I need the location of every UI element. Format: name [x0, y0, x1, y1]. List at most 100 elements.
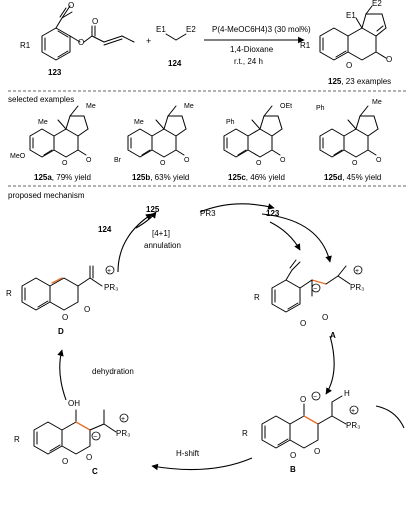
intermediate-D-label: D [58, 327, 64, 336]
example-125b-caption: 125b, 63% yield [132, 173, 189, 182]
svg-text:O: O [84, 305, 90, 314]
svg-text:O: O [280, 157, 286, 164]
example-125c-group: OEt [280, 103, 292, 110]
svg-text:O: O [256, 160, 262, 167]
annulation-label-line2: annulation [144, 241, 181, 250]
svg-text:+: + [355, 268, 359, 275]
intermediate-B [261, 395, 347, 449]
svg-text:O: O [62, 313, 68, 322]
svg-text:O: O [290, 451, 296, 460]
svg-text:O: O [184, 157, 190, 164]
cycle-arrow-D-to-product [117, 213, 153, 273]
e2-label-product: E2 [372, 0, 382, 8]
svg-text:O: O [300, 395, 306, 404]
example-125c-caption: 125c, 46% yield [228, 173, 285, 182]
e2-label-allene: E2 [186, 25, 196, 34]
section-heading-examples: selected examples [8, 95, 74, 104]
e1-label-allene: E1 [156, 25, 166, 34]
svg-text:−: − [313, 286, 317, 293]
svg-text:+: + [351, 408, 355, 415]
step-label-h-shift: H-shift [176, 449, 200, 458]
example-125d-caption: 125d, 45% yield [324, 173, 381, 182]
cycle-substrate-label: 123 [266, 209, 280, 218]
svg-text:R: R [14, 435, 20, 444]
cycle-arrow-C-to-D [57, 349, 67, 401]
svg-text:O: O [386, 55, 392, 64]
intermediate-A-label: A [330, 331, 336, 340]
svg-text:OH: OH [68, 399, 80, 408]
svg-text:PR₃: PR₃ [346, 421, 360, 430]
h-shift-arrow-B [375, 405, 405, 429]
plus-sign: + [146, 36, 151, 46]
svg-text:O: O [78, 38, 84, 47]
svg-text:O: O [160, 160, 166, 167]
example-125a-substituent: MeO [10, 153, 26, 160]
example-125d-substituent: Ph [316, 105, 325, 112]
svg-text:O: O [352, 160, 358, 167]
svg-text:O: O [300, 319, 306, 328]
example-125b-group: Me [184, 103, 194, 110]
r1-label-product: R1 [300, 41, 311, 50]
svg-text:−: − [93, 434, 97, 441]
allene-entry-arrow [135, 211, 157, 229]
conditions-solvent: 1,4-Dioxane [230, 45, 274, 54]
svg-text:R: R [254, 293, 260, 302]
example-125b-substituent: Br [114, 157, 122, 164]
cycle-catalyst-label: PR3 [200, 209, 216, 218]
cycle-product-label: 125 [146, 205, 160, 214]
annulation-label-line1: [4+1] [152, 229, 170, 238]
example-125d-group: Me [372, 99, 382, 106]
svg-text:+: + [107, 268, 111, 275]
svg-text:O: O [322, 313, 328, 322]
intermediate-A [271, 259, 351, 313]
intermediate-C [33, 409, 117, 455]
section-heading-mechanism: proposed mechanism [8, 191, 85, 200]
svg-text:R: R [242, 429, 248, 438]
svg-text:+: + [121, 416, 125, 423]
cycle-arrow-top [199, 203, 275, 213]
svg-text:Me: Me [38, 119, 48, 126]
svg-text:O: O [92, 17, 98, 26]
e1-label-product: E1 [346, 11, 356, 20]
substrate-entry-arrow [269, 221, 301, 251]
starting-material-123 [41, 5, 135, 61]
cycle-arrow-to-A [261, 213, 332, 263]
example-125c-substituent: Ph [226, 119, 235, 126]
intermediate-D [21, 265, 103, 311]
product-125 [319, 5, 387, 61]
svg-text:O: O [86, 157, 92, 164]
svg-text:H: H [344, 389, 350, 398]
example-125a [29, 105, 89, 158]
svg-text:O: O [62, 160, 68, 167]
step-label-dehydration: dehydration [92, 367, 134, 376]
intermediate-C-label: C [92, 467, 98, 476]
cycle-arrow-A-to-B [325, 335, 335, 395]
cycle-arrow-B-to-C [151, 457, 253, 471]
svg-text:O: O [376, 157, 382, 164]
example-125b [127, 105, 187, 158]
svg-text:PR₃: PR₃ [350, 283, 364, 292]
product-caption-125: 125, 23 examples [328, 77, 391, 86]
example-125a-group: Me [86, 103, 96, 110]
svg-text:−: − [313, 394, 317, 401]
svg-text:O: O [68, 1, 74, 10]
svg-text:O: O [314, 447, 320, 456]
conditions-catalyst: P(4-MeOC6H4)3 (30 mol%) [212, 25, 311, 34]
svg-text:PR₃: PR₃ [104, 283, 118, 292]
conditions-temperature: r.t., 24 h [234, 57, 263, 66]
svg-text:O: O [62, 457, 68, 466]
r1-label-sm: R1 [20, 41, 31, 50]
example-125c [223, 105, 283, 158]
cycle-allene-label: 124 [98, 225, 112, 234]
svg-text:PR₃: PR₃ [116, 429, 130, 438]
allene-label-124: 124 [168, 59, 182, 68]
allene-124 [165, 33, 187, 41]
svg-text:Me: Me [134, 119, 144, 126]
example-125a-caption: 125a, 79% yield [34, 173, 91, 182]
svg-text:O: O [346, 61, 352, 70]
intermediate-B-label: B [290, 465, 296, 474]
substrate-label-123: 123 [48, 68, 62, 77]
svg-text:O: O [86, 453, 92, 462]
svg-text:R: R [6, 289, 12, 298]
